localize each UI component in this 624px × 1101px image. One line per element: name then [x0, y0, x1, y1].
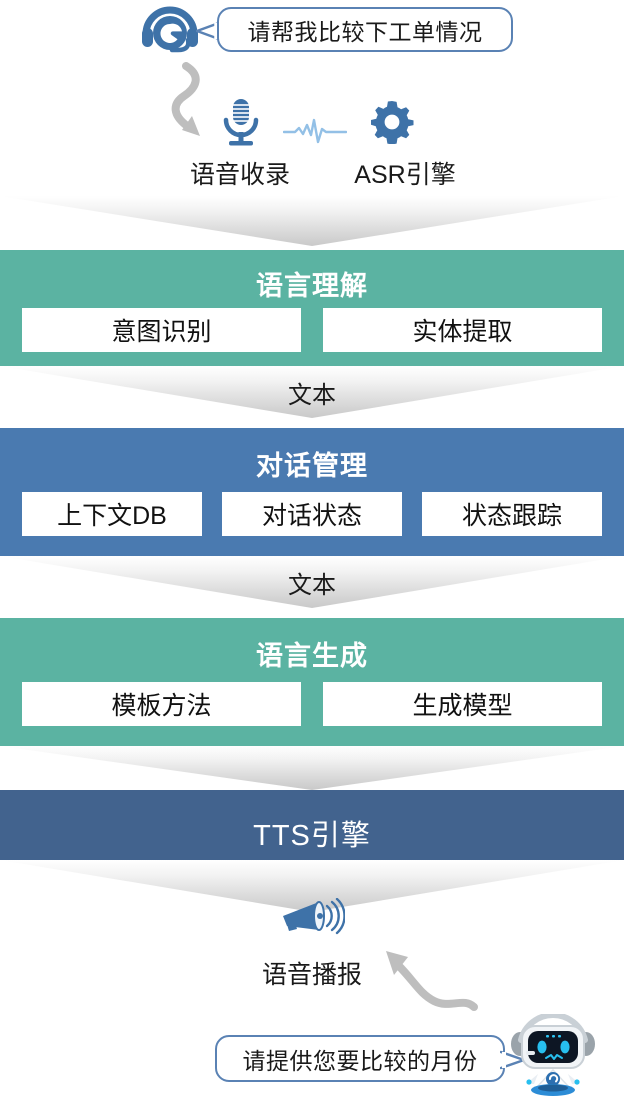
stage-items-nlg: 模板方法 生成模型: [0, 682, 624, 726]
stage-title-nlg: 语言生成: [256, 641, 368, 671]
stage-item[interactable]: 上下文DB: [22, 492, 202, 536]
microphone-icon: [223, 99, 259, 146]
stage-item[interactable]: 实体提取: [323, 308, 602, 352]
stage-item[interactable]: 对话状态: [222, 492, 402, 536]
curved-arrow-up-left-icon: [386, 951, 478, 1011]
stage-items-dm: 上下文DB 对话状态 状态跟踪: [0, 492, 624, 536]
user-utterance-row: 请帮我比较下工单情况: [0, 0, 624, 66]
voice-playback-label: 语音播报: [261, 961, 362, 989]
stage-item[interactable]: 生成模型: [323, 682, 602, 726]
connector-arrow-2: [0, 366, 624, 418]
user-speech-bubble: 请帮我比较下工单情况: [217, 7, 513, 52]
connector-arrow-1: [0, 196, 624, 246]
stage-item[interactable]: 意图识别: [22, 308, 301, 352]
connector-arrow-3: [0, 556, 624, 608]
megaphone-icon: [283, 898, 345, 935]
stage-block-dm: 对话管理 上下文DB 对话状态 状态跟踪: [0, 428, 624, 556]
bot-speech-bubble: 请提供您要比较的月份: [215, 1035, 505, 1082]
stage-title-nlu: 语言理解: [256, 271, 368, 301]
stage-title-tts: TTS引擎: [253, 820, 371, 852]
asr-label: ASR引擎: [354, 161, 456, 189]
stage-title-dm: 对话管理: [256, 451, 368, 481]
headset-icon: [142, 6, 198, 53]
robot-mascot-icon: [511, 1014, 595, 1096]
stage-block-nlu: 语言理解 意图识别 实体提取: [0, 250, 624, 366]
curved-arrow-down-icon: [171, 62, 200, 136]
stage-items-nlu: 意图识别 实体提取: [0, 308, 624, 352]
stage-block-tts: [0, 790, 624, 860]
capture-label: 语音收录: [189, 161, 290, 189]
gear-icon: [371, 101, 414, 144]
connector-arrow-4: [0, 746, 624, 790]
stage-item[interactable]: 状态跟踪: [422, 492, 602, 536]
stage-block-nlg: 语言生成 模板方法 生成模型: [0, 618, 624, 746]
waveform-icon: [283, 118, 347, 144]
user-bubble-tail: [196, 22, 220, 40]
stage-item[interactable]: 模板方法: [22, 682, 301, 726]
